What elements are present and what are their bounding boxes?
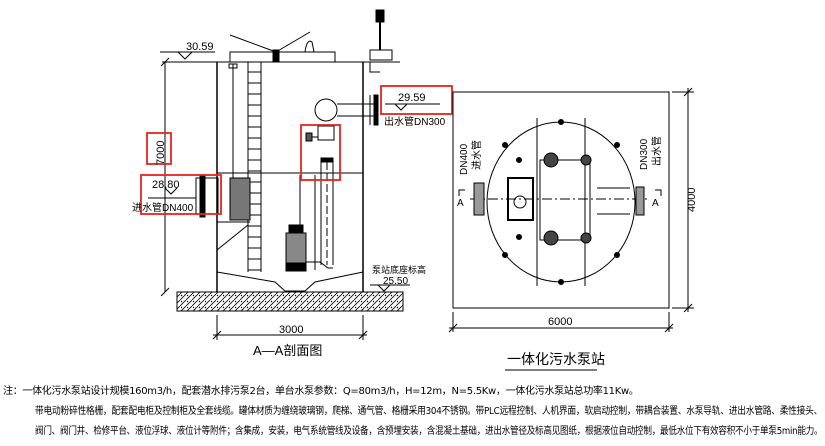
section-title: A—A剖面图 bbox=[253, 343, 322, 358]
dim-tick bbox=[212, 330, 222, 340]
lid-open-right bbox=[275, 31, 311, 53]
height-dim-label: 7000 bbox=[155, 141, 167, 165]
crushing-screen bbox=[229, 177, 251, 221]
section-labels: 30.59 7000 28.80 进水管DN400 29.59 出水管DN300… bbox=[132, 41, 446, 358]
lid-open-left bbox=[229, 34, 277, 53]
base-label: 泵站底座标高 bbox=[372, 264, 426, 275]
elevation-triangle-icon bbox=[177, 51, 193, 60]
plan-view bbox=[448, 87, 694, 371]
vent-base bbox=[369, 49, 393, 61]
vent-pipe bbox=[369, 62, 380, 73]
plan-height-label: 4000 bbox=[686, 188, 698, 212]
pump-bottom-icon bbox=[543, 230, 559, 246]
dim-tick bbox=[683, 303, 693, 313]
gate-valve bbox=[317, 125, 335, 141]
vent-cap bbox=[375, 9, 385, 23]
valve-bottom-icon bbox=[580, 232, 592, 244]
screen-circle bbox=[513, 195, 527, 209]
bolt-icon bbox=[558, 119, 564, 125]
plan-width-label: 6000 bbox=[548, 316, 572, 328]
dim-tick bbox=[160, 287, 170, 297]
plan-outlet-size: DN300 bbox=[639, 138, 650, 170]
section-mark-left: A bbox=[457, 198, 464, 209]
plan-outlet-name: 出水管 bbox=[650, 136, 663, 166]
dim-tick bbox=[448, 323, 458, 333]
bolt-icon bbox=[558, 279, 564, 285]
elevation-triangle-icon bbox=[164, 187, 178, 195]
tank-bottom bbox=[216, 271, 364, 292]
inlet-flange bbox=[473, 182, 485, 216]
outlet-flange bbox=[373, 94, 379, 126]
plan-inlet-name: 进水管 bbox=[470, 140, 483, 170]
plan-boundary bbox=[452, 91, 670, 309]
screen-well bbox=[507, 177, 534, 221]
ladder-rungs bbox=[248, 71, 261, 271]
inlet-elevation-label: 28.80 bbox=[152, 179, 180, 191]
plan-inlet-size: DN400 bbox=[459, 143, 470, 175]
lid-hinge bbox=[272, 49, 280, 63]
note-line-2: 带电动粉碎性格栅，配套配电柜及控制柜及全套线缆。罐体材质为缠绕玻璃钢，爬梯、通气… bbox=[35, 406, 823, 417]
outlet-elevation-label: 29.59 bbox=[398, 92, 426, 104]
note-line-3: 阀门、阀门井、检修平台、液位浮球、液位计等附件；含集成，安装，电气系统管线及设备… bbox=[35, 426, 823, 437]
dim-tick bbox=[664, 323, 674, 333]
pump-head bbox=[288, 224, 304, 234]
bolt-icon bbox=[614, 142, 620, 148]
outlet-flange bbox=[635, 186, 645, 216]
lid-handle bbox=[304, 40, 315, 53]
platform-brace bbox=[216, 224, 249, 251]
inlet-pipe bbox=[195, 177, 219, 215]
bolt-icon bbox=[614, 252, 620, 258]
note-line-1: 注：一体化污水泵站设计规模160m3/h，配套潜水排污泵2台，单台水泵参数：Q=… bbox=[3, 386, 639, 397]
concrete-foundation bbox=[176, 291, 404, 312]
bolt-icon bbox=[516, 157, 522, 163]
dim-tick bbox=[160, 57, 170, 67]
highlight-height-dim bbox=[146, 132, 172, 165]
outlet-elbow bbox=[314, 98, 338, 122]
pump-top-icon bbox=[543, 152, 559, 168]
section-mark-left-icon bbox=[458, 189, 465, 196]
submersible-pump bbox=[285, 232, 307, 264]
valve-top-icon bbox=[580, 154, 592, 166]
plan-labels: DN400 进水管 DN300 出水管 A A 6000 4000 一体化污水泵… bbox=[457, 136, 698, 367]
base-elevation-label: 25.50 bbox=[383, 276, 408, 287]
dim-tick bbox=[683, 87, 693, 97]
screen-hoist bbox=[228, 63, 238, 69]
tank-lid bbox=[229, 51, 336, 63]
highlight-outlet bbox=[380, 85, 453, 115]
dim-tick bbox=[358, 330, 368, 340]
valve-handwheel-icon bbox=[305, 132, 313, 142]
coupling-elbow bbox=[306, 261, 333, 269]
check-valve bbox=[320, 157, 334, 163]
bolt-icon bbox=[502, 252, 508, 258]
outlet-label: 出水管DN300 bbox=[384, 115, 446, 128]
elevation-triangle-icon bbox=[377, 284, 391, 292]
inlet-label: 进水管DN400 bbox=[132, 201, 194, 214]
highlight-valve bbox=[300, 124, 341, 181]
section-mark-right-icon bbox=[655, 189, 662, 196]
inlet-flange bbox=[199, 174, 206, 218]
outlet-channel bbox=[597, 187, 630, 215]
pump-frame bbox=[539, 159, 591, 241]
pump-base bbox=[285, 262, 307, 272]
top-elevation-label: 30.59 bbox=[186, 41, 214, 53]
highlight-inlet bbox=[140, 174, 222, 215]
anchor-bolts bbox=[502, 119, 620, 285]
bolt-icon bbox=[502, 142, 508, 148]
plan-title: 一体化污水泵站 bbox=[507, 351, 605, 367]
bolt-icon bbox=[516, 234, 522, 240]
elevation-triangle-icon bbox=[394, 103, 408, 111]
section-width-label: 3000 bbox=[279, 324, 303, 336]
section-mark-right: A bbox=[652, 198, 659, 209]
section-view bbox=[140, 9, 453, 340]
tank-outline bbox=[486, 121, 636, 283]
